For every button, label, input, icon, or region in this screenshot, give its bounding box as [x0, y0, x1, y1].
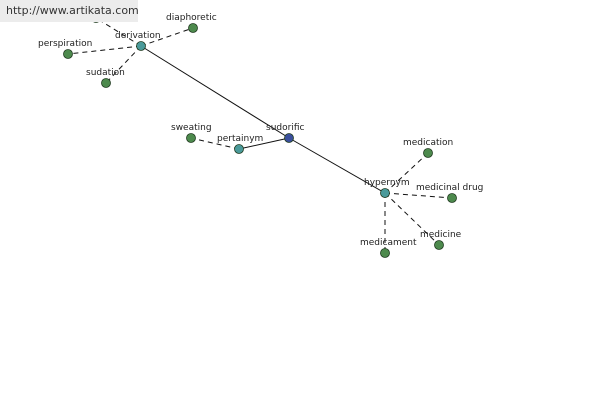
site-watermark[interactable]: http://www.artikata.com: [0, 0, 139, 22]
edge-hypernym-medicine: [384, 192, 440, 246]
edge-derivation-perspiration: [67, 45, 142, 55]
edge-sudorific-pertainym: [238, 137, 290, 150]
node-label-sudorific: sudorific: [266, 123, 304, 133]
node-hypernym[interactable]: [380, 188, 390, 198]
node-label-medicament: medicament: [360, 238, 417, 248]
node-label-diaphoretic: diaphoretic: [166, 13, 217, 23]
node-label-perspiration: perspiration: [38, 39, 92, 49]
edge-layer: [67, 17, 453, 253]
node-label-medicinal-drug: medicinal drug: [416, 183, 483, 193]
node-sudation[interactable]: [101, 78, 111, 88]
node-medicine[interactable]: [434, 240, 444, 250]
edge-sudorific-hypernym: [288, 137, 386, 194]
edge-hypernym-medication: [384, 152, 429, 194]
node-label-sweating: sweating: [171, 123, 212, 133]
node-label-medication: medication: [403, 138, 453, 148]
node-sweating[interactable]: [186, 133, 196, 143]
node-sudorific[interactable]: [284, 133, 294, 143]
node-label-hypernym: hypernym: [364, 178, 410, 188]
node-medicinal-drug[interactable]: [447, 193, 457, 203]
node-pertainym[interactable]: [234, 144, 244, 154]
node-medication[interactable]: [423, 148, 433, 158]
node-diaphoretic[interactable]: [188, 23, 198, 33]
node-label-pertainym: pertainym: [217, 134, 263, 144]
node-label-sudation: sudation: [86, 68, 125, 78]
node-label-derivation: derivation: [115, 31, 161, 41]
edge-hypernym-medicinal_drug: [384, 192, 453, 199]
node-label-medicine: medicine: [420, 230, 462, 240]
label-layer: sudorific derivation pertainym hypernym diap…: [38, 13, 483, 248]
edge-sudorific-derivation: [140, 45, 290, 139]
node-derivation[interactable]: [136, 41, 146, 51]
edge-derivation-diaphoretic: [140, 27, 194, 47]
node-medicament[interactable]: [380, 248, 390, 258]
node-perspiration[interactable]: [63, 49, 73, 59]
